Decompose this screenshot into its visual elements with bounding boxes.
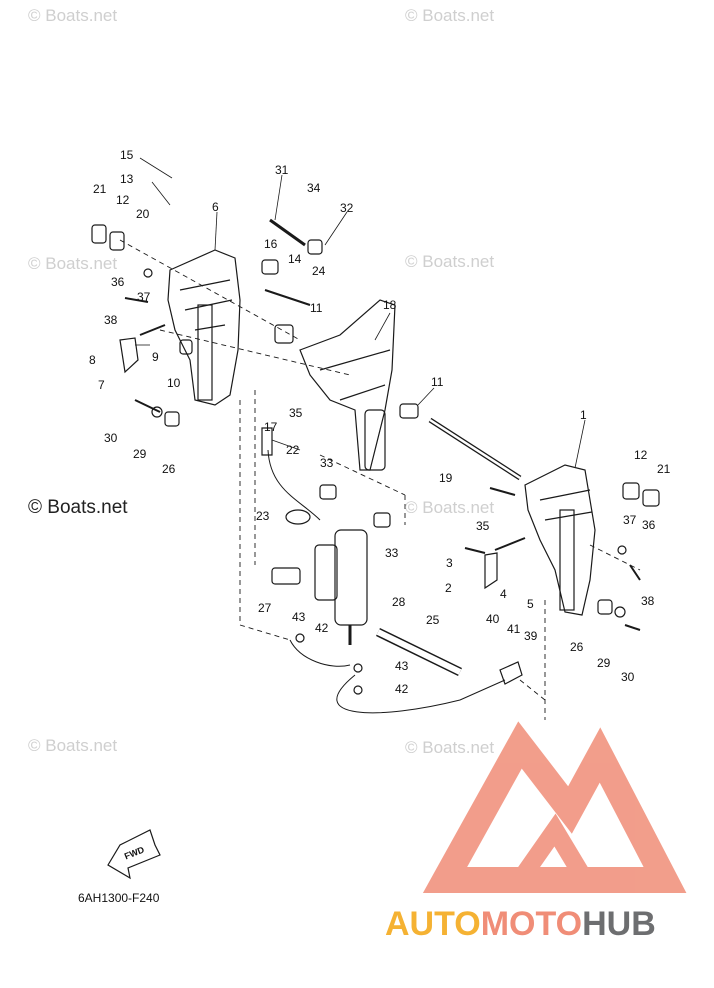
callout-17: 17 bbox=[264, 420, 278, 434]
callout-29b: 29 bbox=[597, 656, 611, 670]
callout-24: 24 bbox=[312, 264, 326, 278]
callout-16: 16 bbox=[264, 237, 278, 251]
callout-15: 15 bbox=[120, 148, 134, 162]
callout-1: 1 bbox=[580, 408, 587, 422]
callout-38: 38 bbox=[104, 313, 118, 327]
callout-4: 4 bbox=[500, 587, 507, 601]
callout-37: 37 bbox=[137, 290, 151, 304]
watermark-text: © Boats.net bbox=[28, 736, 118, 755]
callout-31: 31 bbox=[275, 163, 289, 177]
watermark-text: © Boats.net bbox=[28, 6, 118, 25]
callout-39: 39 bbox=[524, 629, 538, 643]
callout-41: 41 bbox=[507, 622, 521, 636]
callout-8: 8 bbox=[89, 353, 96, 367]
watermark-text: © Boats.net bbox=[405, 6, 495, 25]
callout-9: 9 bbox=[152, 350, 159, 364]
callout-12: 12 bbox=[116, 193, 130, 207]
callout-43: 43 bbox=[292, 610, 306, 624]
callout-34: 34 bbox=[307, 181, 321, 195]
callout-33: 33 bbox=[320, 456, 334, 470]
callout-11: 11 bbox=[310, 301, 323, 315]
left-clamp-bracket bbox=[167, 249, 241, 406]
callout-5: 5 bbox=[527, 597, 534, 611]
callout-3: 3 bbox=[446, 556, 453, 570]
watermark-text: © Boats.net bbox=[28, 254, 118, 273]
callout-26b: 26 bbox=[570, 640, 584, 654]
callout-6: 6 bbox=[212, 200, 219, 214]
right-clamp-bracket bbox=[524, 464, 596, 616]
brand-part-auto: AUTO bbox=[385, 905, 481, 943]
callout-35b: 35 bbox=[476, 519, 490, 533]
callout-25: 25 bbox=[426, 613, 440, 627]
callout-36: 36 bbox=[111, 275, 125, 289]
callout-10: 10 bbox=[167, 376, 181, 390]
callout-30b: 30 bbox=[621, 670, 635, 684]
callout-37b: 37 bbox=[623, 513, 637, 527]
brand-part-moto: MOTO bbox=[480, 905, 583, 943]
swivel-bracket bbox=[299, 299, 396, 471]
fwd-arrow-icon bbox=[107, 829, 161, 880]
callout-29: 29 bbox=[133, 447, 147, 461]
callout-27: 27 bbox=[258, 601, 272, 615]
callout-2: 2 bbox=[445, 581, 452, 595]
brand-logo-text: AUTOMOTOHUB bbox=[385, 905, 656, 944]
callout-12b: 12 bbox=[634, 448, 648, 462]
callout-28: 28 bbox=[392, 595, 406, 609]
watermark-main-text: © Boats.net bbox=[28, 497, 128, 518]
diagram-code: 6AH1300-F240 bbox=[78, 891, 160, 905]
callout-18: 18 bbox=[383, 298, 397, 312]
callout-35: 35 bbox=[289, 406, 303, 420]
automotohub-logo-icon bbox=[422, 721, 687, 893]
brand-part-hub: HUB bbox=[582, 905, 656, 943]
watermark-text: © Boats.net bbox=[405, 738, 495, 757]
callout-22: 22 bbox=[286, 443, 300, 457]
callout-36b: 36 bbox=[642, 518, 656, 532]
callout-40: 40 bbox=[486, 612, 500, 626]
watermark-text: © Boats.net bbox=[405, 498, 495, 517]
callout-21b: 21 bbox=[657, 462, 671, 476]
watermark-text: © Boats.net bbox=[405, 252, 495, 271]
callout-32: 32 bbox=[340, 201, 354, 215]
callout-26: 26 bbox=[162, 462, 176, 476]
callout-21: 21 bbox=[93, 182, 107, 196]
ground-wire bbox=[336, 674, 506, 714]
callout-42b: 42 bbox=[395, 682, 409, 696]
callout-30: 30 bbox=[104, 431, 118, 445]
callout-13: 13 bbox=[120, 172, 134, 186]
callout-20: 20 bbox=[136, 207, 150, 221]
callout-7: 7 bbox=[98, 378, 105, 392]
callout-33b: 33 bbox=[385, 546, 399, 560]
callout-14: 14 bbox=[288, 252, 302, 266]
tilt-cylinder bbox=[334, 529, 368, 626]
callout-23: 23 bbox=[256, 509, 270, 523]
callout-19: 19 bbox=[439, 471, 453, 485]
callout-11b: 11 bbox=[431, 375, 444, 389]
callout-43b: 43 bbox=[395, 659, 409, 673]
callout-42: 42 bbox=[315, 621, 329, 635]
callout-38b: 38 bbox=[641, 594, 655, 608]
